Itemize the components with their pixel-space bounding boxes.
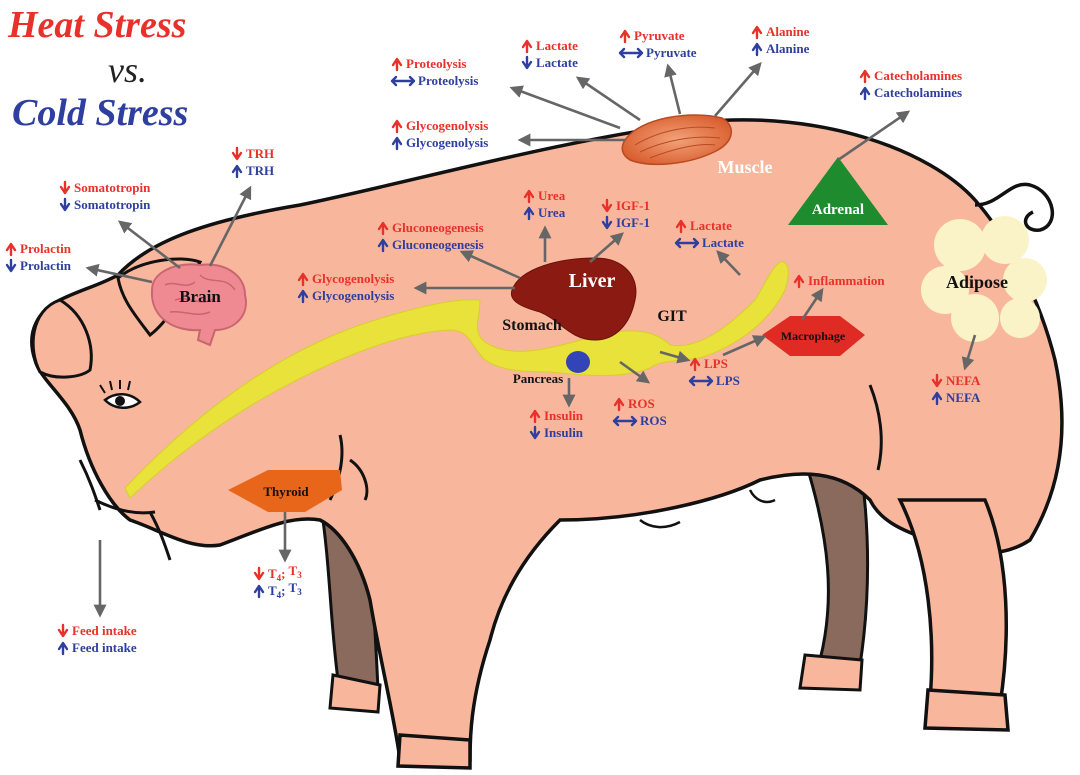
down-arrow-icon xyxy=(59,625,67,636)
far-hind-hoof xyxy=(800,655,862,690)
down-arrow-icon xyxy=(7,260,15,271)
urea-cold-label: Urea xyxy=(538,205,566,220)
lactate-muscle-heat-label: Lactate xyxy=(536,38,578,53)
proteolysis-cold-label: Proteolysis xyxy=(418,73,478,88)
somatotropin-heat-label: Somatotropin xyxy=(74,180,151,195)
effect-inflammation: Inflammation xyxy=(795,273,885,288)
effect-catecholamines: CatecholaminesCatecholamines xyxy=(861,68,962,100)
up-arrow-icon xyxy=(393,138,401,149)
up-arrow-icon xyxy=(753,44,761,55)
organ-label-adipose: Adipose xyxy=(946,272,1008,292)
trh-heat-label: TRH xyxy=(246,146,274,161)
ros-heat-label: ROS xyxy=(628,396,655,411)
pyruvate-heat-label: Pyruvate xyxy=(634,28,685,43)
glycogenolysis-liver-heat-label: Glycogenolysis xyxy=(312,271,394,286)
organ-label-liver: Liver xyxy=(569,270,616,292)
lactate-liver-cold-label: Lactate xyxy=(702,235,744,250)
catecholamines-heat-label: Catecholamines xyxy=(874,68,962,83)
urea-heat-label: Urea xyxy=(538,188,566,203)
up-arrow-icon xyxy=(393,59,401,70)
nefa-cold-label: NEFA xyxy=(946,390,981,405)
ros-cold-label: ROS xyxy=(640,413,667,428)
organ-label-muscle: Muscle xyxy=(718,157,773,177)
feed-intake-cold-label: Feed intake xyxy=(72,640,137,655)
nefa-heat-label: NEFA xyxy=(946,373,981,388)
up-arrow-icon xyxy=(861,71,869,82)
effect-trh: TRH TRH xyxy=(233,146,274,178)
glycogenolysis-muscle-heat-label: Glycogenolysis xyxy=(406,118,488,133)
effect-thyroid-hormones: T4; T3T4; T3 xyxy=(255,563,302,600)
up-arrow-icon xyxy=(861,88,869,99)
up-arrow-icon xyxy=(255,586,263,597)
up-arrow-icon xyxy=(59,643,67,654)
up-arrow-icon xyxy=(393,121,401,132)
double-arrow-icon xyxy=(392,77,414,85)
up-arrow-icon xyxy=(753,27,761,38)
lps-heat-label: LPS xyxy=(704,356,728,371)
lactate-liver-heat-label: Lactate xyxy=(690,218,732,233)
lactate-muscle-cold-label: Lactate xyxy=(536,55,578,70)
down-arrow-icon xyxy=(255,568,263,579)
pyruvate-cold-label: Pyruvate xyxy=(646,45,697,60)
organ-label-stomach: Stomach xyxy=(502,317,562,334)
thyroid-hormones-cold-label: T4; T3 xyxy=(268,580,302,600)
glycogenolysis-muscle-cold-label: Glycogenolysis xyxy=(406,135,488,150)
insulin-heat-label: Insulin xyxy=(544,408,584,423)
alanine-cold-label: Alanine xyxy=(766,41,810,56)
near-hind-hoof xyxy=(925,690,1008,730)
near-hind-leg xyxy=(900,500,1006,705)
organ-label-git: GIT xyxy=(657,308,687,325)
up-arrow-icon xyxy=(233,166,241,177)
inflammation-heat-label: Inflammation xyxy=(808,273,885,288)
somatotropin-cold-label: Somatotropin xyxy=(74,197,151,212)
up-arrow-icon xyxy=(621,31,629,42)
double-arrow-icon xyxy=(620,49,642,57)
organ-label-macrophage: Macrophage xyxy=(781,329,846,343)
lps-cold-label: LPS xyxy=(716,373,740,388)
catecholamines-cold-label: Catecholamines xyxy=(874,85,962,100)
up-arrow-icon xyxy=(523,41,531,52)
insulin-cold-label: Insulin xyxy=(544,425,584,440)
down-arrow-icon xyxy=(233,148,241,159)
igf1-cold-label: IGF-1 xyxy=(616,215,650,230)
organ-label-thyroid: Thyroid xyxy=(263,484,309,499)
down-arrow-icon xyxy=(523,57,531,68)
down-arrow-icon xyxy=(61,199,69,210)
gluconeogenesis-heat-label: Gluconeogenesis xyxy=(392,220,484,235)
prolactin-heat-label: Prolactin xyxy=(20,241,72,256)
organ-label-pancreas: Pancreas xyxy=(513,371,563,386)
trh-cold-label: TRH xyxy=(246,163,274,178)
organ-label-adrenal: Adrenal xyxy=(812,202,864,218)
gluconeogenesis-cold-label: Gluconeogenesis xyxy=(392,237,484,252)
alanine-heat-label: Alanine xyxy=(766,24,810,39)
down-arrow-icon xyxy=(61,182,69,193)
organ-label-brain: Brain xyxy=(179,287,221,306)
near-front-hoof xyxy=(398,735,470,768)
igf1-heat-label: IGF-1 xyxy=(616,198,650,213)
pancreas-shape xyxy=(566,351,590,373)
glycogenolysis-liver-cold-label: Glycogenolysis xyxy=(312,288,394,303)
prolactin-cold-label: Prolactin xyxy=(20,258,72,273)
proteolysis-heat-label: Proteolysis xyxy=(406,56,466,71)
up-arrow-icon xyxy=(7,244,15,255)
feed-intake-heat-label: Feed intake xyxy=(72,623,137,638)
